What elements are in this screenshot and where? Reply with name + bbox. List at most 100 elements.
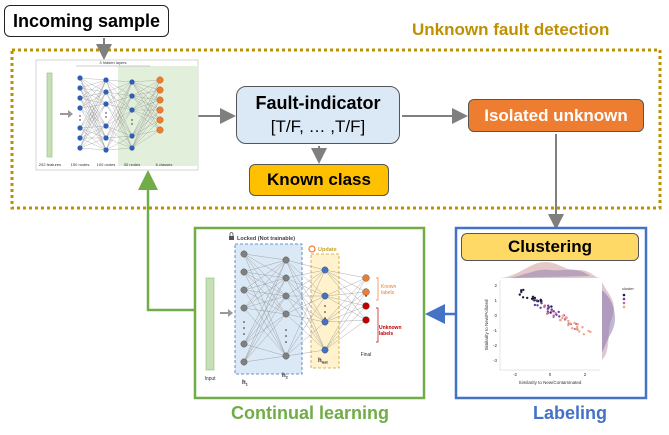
scatter-point (587, 329, 590, 333)
ellipsis-dot (105, 116, 107, 118)
hidden-node (129, 93, 135, 99)
ellipsis-dot (285, 341, 287, 343)
layer-label-150: 150 nodes (71, 162, 90, 167)
scatter-x-ticks: -2 0 2 (513, 372, 587, 377)
hidden-layers-label: 3 hidden layers (99, 60, 126, 65)
scatter-point (571, 327, 574, 330)
scatter-point (567, 324, 570, 327)
lock-icon (229, 236, 234, 240)
scatter-point (547, 311, 550, 314)
y-tick: 2 (494, 283, 497, 288)
y-tick: -1 (493, 328, 497, 333)
ellipsis-dot (365, 295, 367, 297)
ellipsis-dot (324, 305, 326, 307)
x-tick: -2 (513, 372, 517, 377)
output-node (156, 76, 164, 84)
scatter-point (589, 330, 592, 334)
ellipsis-dot (243, 333, 245, 335)
layer-label-30: 30 nodes (124, 162, 140, 167)
hidden-node (129, 79, 135, 85)
scatter-point (582, 333, 585, 336)
scatter-point (522, 288, 525, 292)
output-node (362, 302, 370, 310)
scatter-point (520, 289, 523, 292)
hidden-node (240, 268, 248, 276)
hidden-node (240, 250, 248, 258)
scatter-point (518, 293, 521, 296)
clustering-box: Clustering (461, 233, 639, 261)
ellipsis-dot (105, 112, 107, 114)
output-node (156, 86, 164, 94)
fault-indicator-title: Fault-indicator (255, 93, 381, 113)
scatter-point (521, 296, 525, 299)
layer-label-features: 252 features (39, 162, 61, 167)
scatter-point (547, 304, 550, 307)
scatter-point (536, 304, 539, 307)
ellipsis-dot (79, 119, 81, 121)
unknown-fault-detection-frame (10, 48, 662, 210)
y-tick: -3 (493, 358, 497, 363)
scatter-legend-title: cluster (622, 286, 634, 291)
scatter-xlabel: Similarity to New/Contaminated (519, 380, 582, 385)
locked-label: Locked (Not trainable) (237, 236, 295, 242)
scatter-point (558, 315, 561, 318)
ellipsis-dot (324, 317, 326, 319)
scatter-point (533, 303, 537, 307)
scatter-point (576, 325, 579, 329)
scatter-point (550, 310, 553, 313)
hidden-node (77, 75, 83, 81)
hidden-node (282, 256, 290, 264)
incoming-sample-box: Incoming sample (4, 5, 169, 37)
h1-label: h1 (242, 380, 249, 387)
hidden-node (103, 77, 109, 83)
ellipsis-dot (324, 311, 326, 313)
scatter-point (539, 306, 542, 309)
labeling-title: Labeling (532, 403, 607, 423)
h2-label: h2 (282, 373, 289, 380)
isolated-unknown-box: Isolated unknown (468, 99, 644, 132)
scatter-point (561, 316, 564, 320)
continual-learning-frame (193, 226, 426, 400)
hidden-node (77, 105, 83, 111)
update-label: Update (318, 247, 337, 253)
hidden-node (240, 286, 248, 294)
top-network-figure: 3 hidden layers 252 features 150 nodes 1… (35, 59, 199, 171)
scatter-point (540, 302, 543, 305)
output-node (362, 316, 370, 324)
ellipsis-dot (131, 119, 133, 121)
arrow-learning-to-network (138, 170, 195, 312)
continual-learning-figure: Locked (Not trainable) Update Input h1 h… (204, 232, 402, 387)
output-node (156, 116, 164, 124)
scatter-point (573, 321, 576, 325)
ellipsis-dot (79, 115, 81, 117)
scatter-point (559, 319, 562, 322)
hidden-node (240, 358, 248, 366)
output-node (156, 106, 164, 114)
scatter-point (564, 316, 568, 319)
output-node (156, 96, 164, 104)
update-icon (308, 245, 316, 253)
scatter-point (581, 326, 584, 329)
scatter-point (552, 310, 555, 313)
hidden-node (321, 318, 329, 326)
scatter-point (575, 327, 578, 331)
hidden-node (282, 292, 290, 300)
output-node (362, 274, 370, 282)
hidden-node (77, 125, 83, 131)
ellipsis-dot (243, 321, 245, 323)
scatter-point (543, 304, 547, 307)
fault-indicator-value: [T/F, … ,T/F] (270, 117, 366, 136)
y-tick: 0 (494, 313, 497, 318)
scatter-point (557, 310, 560, 314)
ellipsis-dot (131, 123, 133, 125)
hidden-node (240, 304, 248, 312)
scatter-point (530, 297, 534, 300)
hidden-node (129, 145, 135, 151)
known-class-box: Known class (249, 164, 389, 196)
unknown-fault-detection-title: Unknown fault detection (412, 20, 610, 39)
scatter-point (567, 319, 570, 323)
layer-label-100: 100 nodes (97, 162, 116, 167)
